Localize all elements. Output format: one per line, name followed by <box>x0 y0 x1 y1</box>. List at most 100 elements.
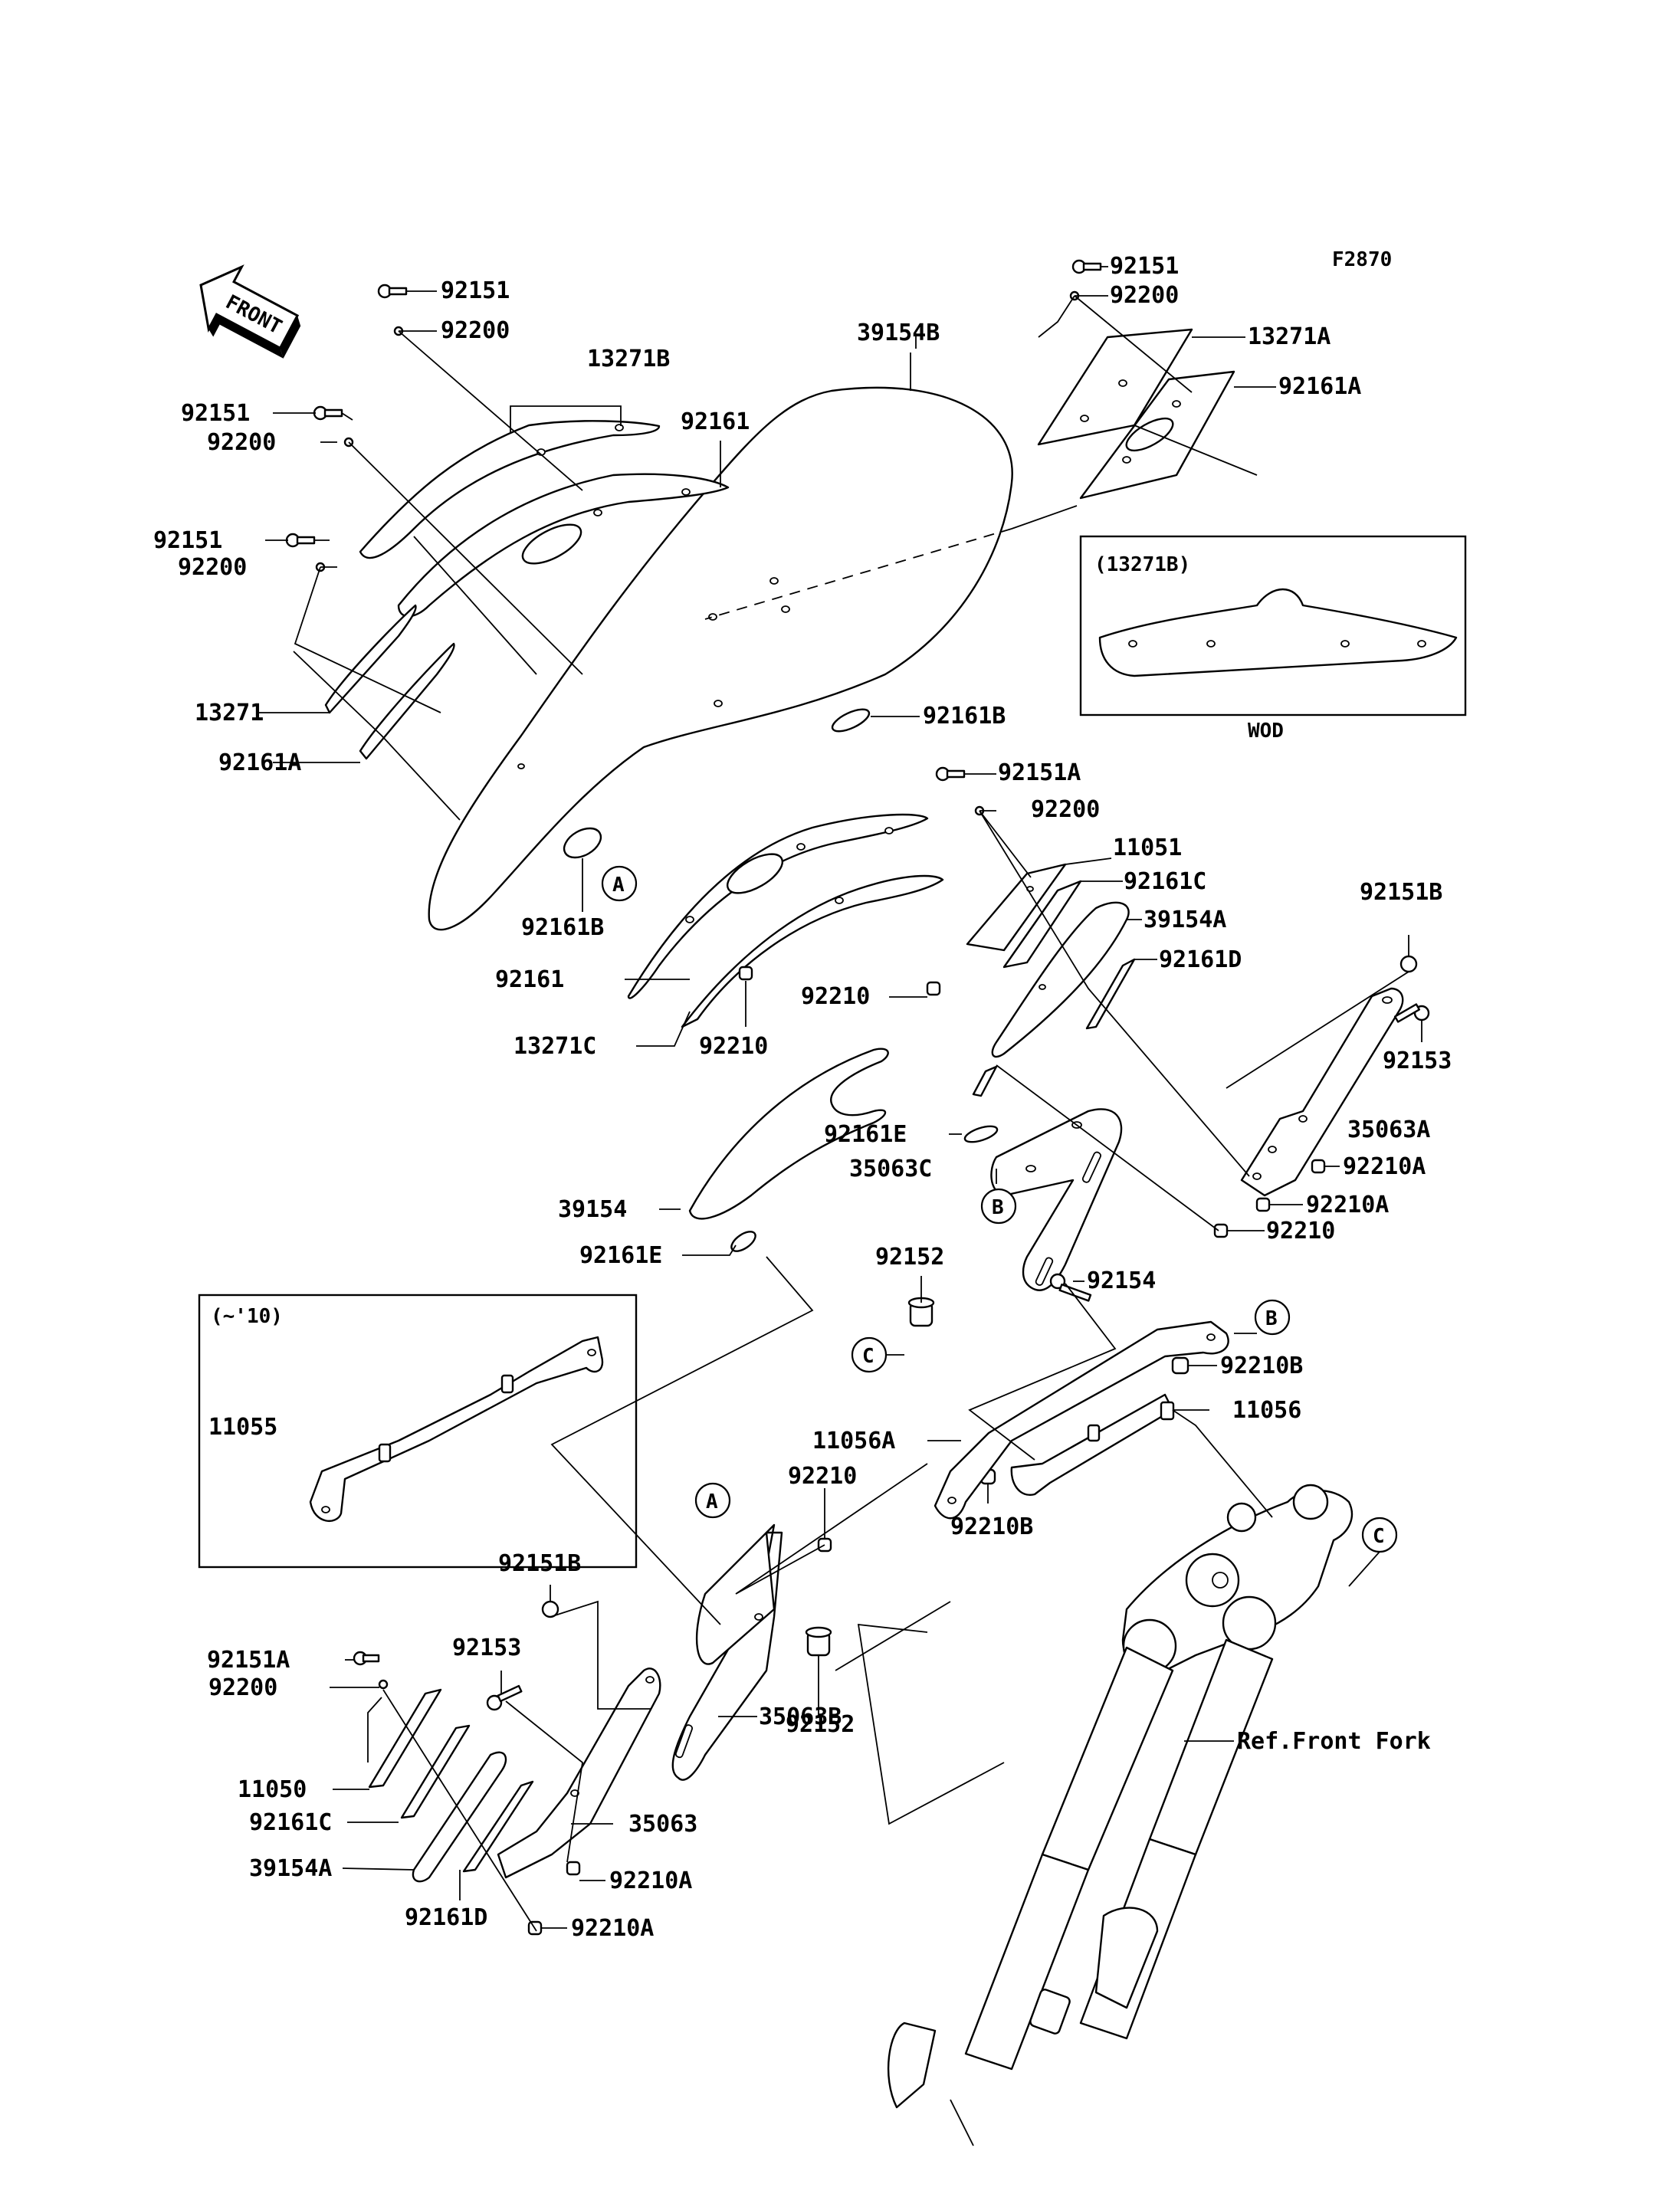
nut-92210-a <box>738 966 753 981</box>
grommet-92161b-right <box>831 708 871 733</box>
label-92210a-low1: 92210A <box>609 1867 692 1894</box>
screw-92151a-left <box>353 1651 380 1666</box>
bracket-35063b <box>671 1523 783 1781</box>
inset-13271b-title: (13271B) <box>1094 553 1190 576</box>
plate-92161c <box>1002 880 1082 969</box>
label-11056: 11056 <box>1232 1397 1301 1424</box>
plate-92161a-left <box>359 642 455 760</box>
bracket-35063 <box>497 1667 661 1879</box>
label-92161-top: 92161 <box>681 408 750 435</box>
washer-92200-lowleft <box>378 1679 389 1690</box>
nut-92210b-top <box>1171 1356 1189 1375</box>
label-92210a-2: 92210A <box>1306 1192 1389 1218</box>
callout-b-mid: B <box>980 1188 1017 1225</box>
label-92161c-top: 92161C <box>1124 868 1206 895</box>
label-35063: 35063 <box>628 1811 697 1838</box>
label-39154a-low: 39154A <box>249 1855 332 1882</box>
label-92152-low: 92152 <box>786 1711 855 1738</box>
callout-a-top: A <box>601 865 638 902</box>
label-92200-lowleft: 92200 <box>208 1674 277 1701</box>
label-92161b-right: 92161B <box>923 703 1006 730</box>
svg-text:C: C <box>1373 1525 1385 1548</box>
svg-text:B: B <box>1265 1307 1278 1330</box>
label-13271c: 13271C <box>514 1033 596 1060</box>
label-92200-mid: 92200 <box>1031 796 1100 823</box>
svg-text:A: A <box>612 874 625 897</box>
bolt-92153-left <box>486 1684 523 1711</box>
label-39154b: 39154B <box>857 320 940 346</box>
screw-92151-left2 <box>285 533 316 548</box>
inset-13271b-caption: WOD <box>1248 720 1284 743</box>
label-35063c: 35063C <box>849 1156 932 1182</box>
label-92210-b: 92210 <box>801 983 870 1010</box>
label-92161a-left: 92161A <box>218 749 301 776</box>
plate-13271 <box>324 604 417 714</box>
label-92151-top: 92151 <box>441 277 510 304</box>
label-39154: 39154 <box>558 1196 627 1223</box>
label-92161b-left: 92161B <box>521 914 604 941</box>
nut-92210a-2 <box>1255 1197 1271 1212</box>
label-92151b-right: 92151B <box>1360 879 1442 906</box>
label-13271b: 13271B <box>587 346 670 372</box>
screw-92151-topright <box>1071 259 1102 274</box>
nut-92210-right <box>1213 1223 1229 1238</box>
label-92151-topright: 92151 <box>1110 253 1179 280</box>
figure-code: F2870 <box>1332 248 1392 271</box>
label-92210a-1: 92210A <box>1343 1153 1426 1180</box>
leader-lines <box>259 266 1422 1932</box>
label-92210a-low2: 92210A <box>571 1915 654 1942</box>
label-92161d-low: 92161D <box>405 1904 487 1931</box>
label-13271a: 13271A <box>1248 323 1331 350</box>
bracket-11056a <box>934 1320 1229 1520</box>
nut-92210-b <box>926 981 941 996</box>
svg-text:B: B <box>992 1196 1004 1219</box>
callout-b-right: B <box>1254 1299 1291 1336</box>
plate-92161d <box>1085 958 1136 1030</box>
label-92200-top: 92200 <box>441 317 510 344</box>
label-92151-left2: 92151 <box>153 527 222 554</box>
label-92161e-low: 92161E <box>579 1242 662 1269</box>
label-11056a: 11056A <box>812 1428 895 1454</box>
bolt-92153-right <box>1393 1003 1430 1023</box>
label-92210b-low: 92210B <box>950 1513 1033 1540</box>
label-92161a-right: 92161A <box>1278 373 1361 400</box>
label-92210b-top: 92210B <box>1220 1353 1303 1379</box>
svg-text:C: C <box>862 1345 874 1368</box>
inset-11055-label: 11055 <box>208 1414 277 1441</box>
bolt-92151b-right <box>1399 955 1418 973</box>
label-92161c-low: 92161C <box>249 1809 332 1836</box>
nut-92210a-low1 <box>566 1861 581 1876</box>
deflector-39154 <box>688 1048 998 1220</box>
label-92154: 92154 <box>1087 1267 1156 1294</box>
screw-92151-top <box>377 284 408 299</box>
windshield-39154b <box>428 386 1013 931</box>
label-92161e-top: 92161E <box>824 1121 907 1148</box>
label-11051: 11051 <box>1113 835 1182 861</box>
front-fork-assembly <box>887 1484 1354 2146</box>
svg-text:A: A <box>706 1490 718 1513</box>
plate-92161d-low <box>462 1780 534 1873</box>
screw-92151-left1 <box>313 405 343 421</box>
label-35063a: 35063A <box>1347 1117 1430 1143</box>
label-92151a-top: 92151A <box>998 759 1081 786</box>
grommet-92161b-left <box>563 827 602 859</box>
label-92151-left1: 92151 <box>181 400 250 427</box>
label-92161d-top: 92161D <box>1159 946 1242 973</box>
collar-92152-top <box>907 1297 935 1327</box>
label-92153-left: 92153 <box>452 1635 521 1661</box>
label-92151a-left: 92151A <box>207 1647 290 1674</box>
label-92210-a: 92210 <box>699 1033 768 1060</box>
inset-11055-title: (~'10) <box>211 1305 283 1328</box>
collar-92152-low <box>805 1626 832 1657</box>
ref-front-fork-note: Ref.Front Fork <box>1237 1728 1431 1755</box>
inset-13271b: (13271B) WOD <box>1079 535 1467 743</box>
label-13271: 13271 <box>195 700 264 726</box>
label-11050: 11050 <box>238 1776 307 1803</box>
callout-c-mid: C <box>851 1336 888 1373</box>
label-92210-low: 92210 <box>788 1463 857 1490</box>
inset-11055: (~'10) <box>198 1294 638 1569</box>
screw-92151a <box>935 766 966 782</box>
deflector-39154a-low <box>412 1751 507 1883</box>
trim-92161-mid <box>627 813 929 999</box>
